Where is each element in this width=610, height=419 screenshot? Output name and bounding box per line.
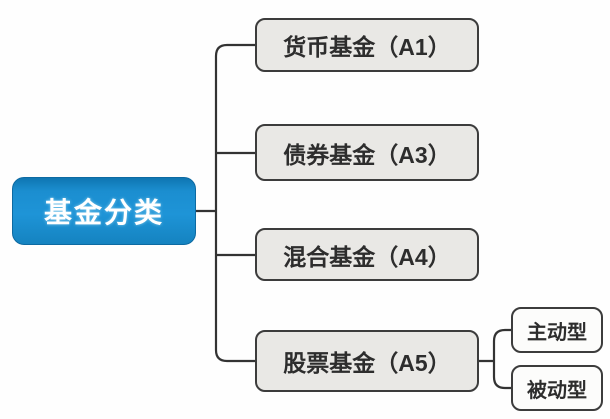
branch-node-label: 债券基金（A3） — [283, 141, 451, 168]
root-node-fund-classification: 基金分类 — [12, 177, 196, 245]
root-node-label: 基金分类 — [43, 197, 164, 228]
right-subtree-connector — [477, 328, 514, 390]
leaf-node-active-type: 主动型 — [511, 307, 603, 353]
leaf-node-label: 主动型 — [527, 321, 587, 344]
branch-node-hybrid-fund: 混合基金（A4） — [255, 228, 479, 281]
leaf-node-passive-type: 被动型 — [511, 365, 603, 411]
branch-node-money-fund: 货币基金（A1） — [255, 18, 479, 72]
leaf-node-label: 被动型 — [527, 379, 587, 402]
branch-node-label: 混合基金（A4） — [283, 243, 451, 270]
branch-node-bond-fund: 债券基金（A3） — [255, 124, 479, 181]
branch-node-stock-fund: 股票基金（A5） — [255, 330, 479, 392]
branch-node-label: 货币基金（A1） — [283, 34, 451, 60]
branch-node-label: 股票基金（A5） — [283, 350, 451, 376]
left-tree-connector — [194, 43, 258, 363]
